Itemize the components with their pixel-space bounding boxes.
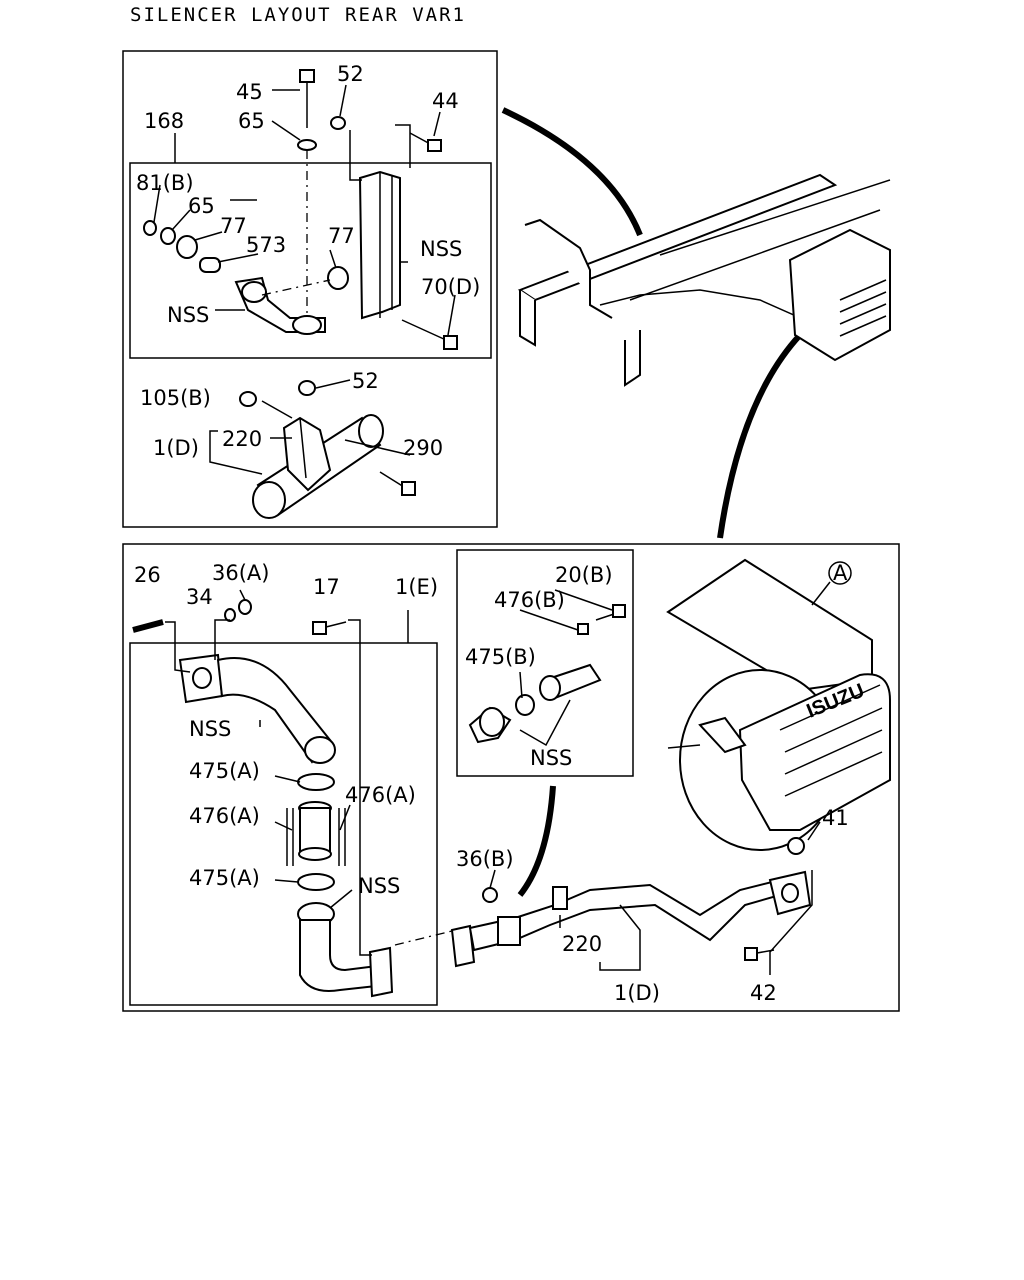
label-290: 290: [403, 436, 443, 460]
label-77-right: 77: [328, 224, 355, 248]
hanger-bracket-part: [358, 170, 401, 320]
label-52-bottom: 52: [352, 369, 379, 393]
top-panel-frame: [122, 50, 498, 528]
label-26: 26: [134, 563, 161, 587]
top-inner-frame: [129, 162, 492, 359]
label-1d-top: 1(D): [153, 436, 199, 460]
label-callout-a: A: [833, 561, 848, 585]
label-168: 168: [144, 109, 184, 133]
label-nss-sensor: NSS: [530, 746, 572, 770]
label-nss-bracket: NSS: [420, 237, 462, 261]
label-nss-mount: NSS: [167, 303, 209, 327]
bottom-panel-frame: [122, 543, 900, 1012]
top-panel: 45 52 44 65 168 81(B) 65 77 573 77 NSS N…: [122, 50, 498, 528]
rubber-77b-part: [327, 266, 349, 290]
gasket-475a-lower-part: [297, 873, 335, 891]
nut-36a-part: [238, 599, 252, 615]
gasket-475a-upper-part: [297, 773, 335, 791]
label-44: 44: [432, 89, 459, 113]
front-pipe-1e-part: [178, 653, 336, 764]
bolt-290-part: [379, 471, 416, 496]
washer-65-inner-part: [160, 227, 176, 245]
bottom-panel: ISUZU: [122, 543, 900, 1012]
label-36b: 36(B): [456, 847, 514, 871]
label-1e: 1(E): [395, 575, 438, 599]
sensor-parts: [468, 604, 626, 744]
nut-36b-part: [482, 887, 498, 903]
label-20b: 20(B): [555, 563, 613, 587]
sensor-detail-frame: [456, 549, 634, 777]
label-475a-upper: 475(A): [189, 759, 260, 783]
label-nss-flex: NSS: [358, 874, 400, 898]
collar-573-part: [199, 257, 221, 273]
bolt-70d-part: [401, 319, 458, 350]
mount-bracket-part: [234, 276, 326, 335]
label-41: 41: [822, 806, 849, 830]
label-17: 17: [313, 575, 340, 599]
rubber-77-part: [176, 235, 198, 259]
nut-105b-part: [239, 391, 257, 407]
label-65-inner: 65: [188, 194, 215, 218]
bolt-45-part: [299, 69, 315, 318]
bolt-17-part: [312, 621, 347, 635]
label-220-top: 220: [222, 427, 262, 451]
label-476b: 476(B): [494, 588, 565, 612]
label-34: 34: [186, 585, 213, 609]
label-42: 42: [750, 981, 777, 1005]
label-70d: 70(D): [421, 275, 480, 299]
label-573: 573: [246, 233, 286, 257]
bolt-44-part: [409, 132, 442, 152]
washer-65-part: [297, 139, 317, 151]
bottom-inner-frame: [129, 642, 438, 1006]
label-220-bottom: 220: [562, 932, 602, 956]
top-leader-lines: [153, 84, 456, 475]
label-45: 45: [236, 80, 263, 104]
label-476a-left: 476(A): [189, 804, 260, 828]
center-pipe-1d-part: [450, 870, 812, 968]
label-36a: 36(A): [212, 561, 269, 585]
nut-81b-part: [143, 220, 157, 236]
label-81b: 81(B): [136, 171, 194, 195]
label-77-left: 77: [220, 214, 247, 238]
label-nss-pipe: NSS: [189, 717, 231, 741]
lower-pipe-part: [297, 902, 394, 998]
label-105b: 105(B): [140, 386, 211, 410]
muffler-assembly-part: ISUZU: [666, 558, 891, 855]
label-476a-right: 476(A): [345, 783, 416, 807]
bottom-leader-lines: [165, 589, 821, 975]
nut-52-part: [330, 116, 346, 130]
label-65-top: 65: [238, 109, 265, 133]
label-475a-lower: 475(A): [189, 866, 260, 890]
nut-52b-part: [298, 380, 316, 396]
flex-tube-part: [286, 801, 346, 866]
page-title: SILENCER LAYOUT REAR VAR1: [130, 4, 466, 26]
label-1d-bottom: 1(D): [614, 981, 660, 1005]
washer-34-part: [224, 608, 236, 622]
stud-26-part: [132, 619, 164, 633]
label-52-top: 52: [337, 62, 364, 86]
vehicle-overview-illustration: [501, 107, 891, 539]
exhaust-pipe-1d-part: [252, 414, 384, 519]
label-475b: 475(B): [465, 645, 536, 669]
